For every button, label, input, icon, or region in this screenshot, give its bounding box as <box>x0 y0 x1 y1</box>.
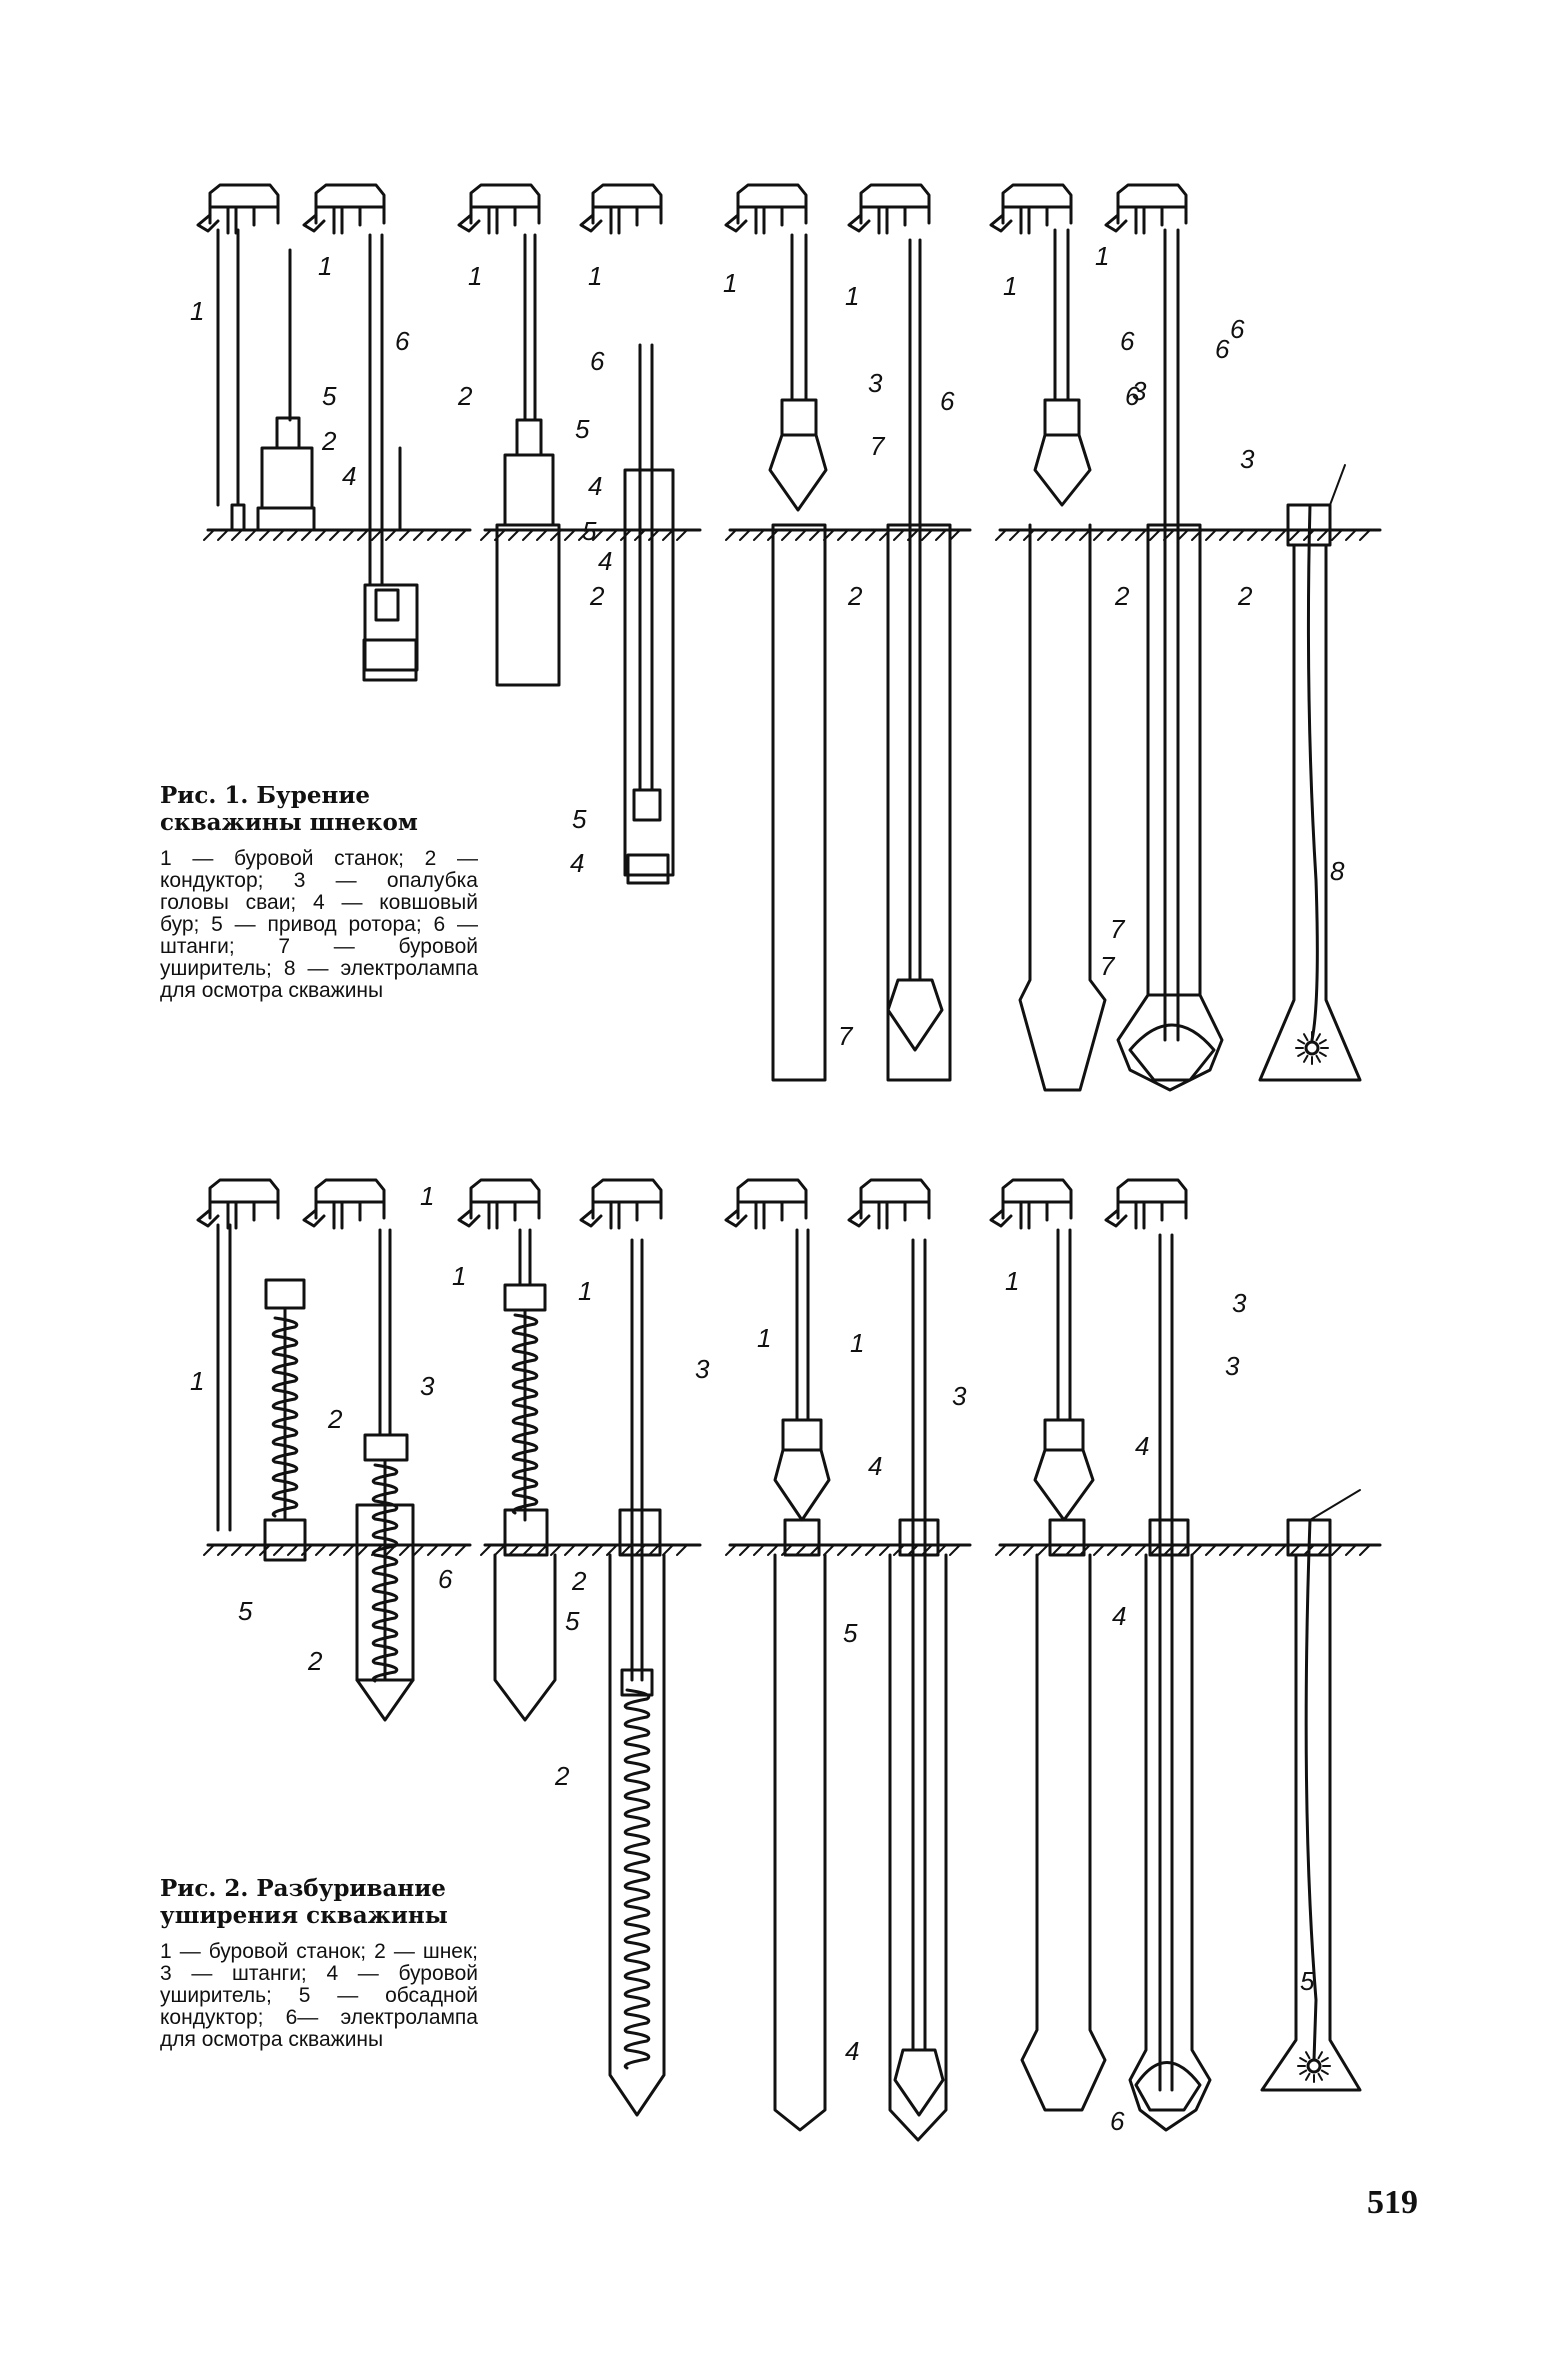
callout-label: 1 <box>452 1261 466 1291</box>
figure1-title: Рис. 1. Бурение скважины шнеком <box>160 782 418 836</box>
callout-label: 3 <box>695 1354 710 1384</box>
callout-label: 2 <box>589 581 605 611</box>
callout-label: 1 <box>1095 241 1109 271</box>
callout-label: 6 <box>1110 2106 1125 2136</box>
callout-label: 3 <box>1132 376 1147 406</box>
callout-label: 3 <box>420 1371 435 1401</box>
callout-label: 1 <box>845 281 859 311</box>
callout-label: 6 <box>1125 381 1140 411</box>
callout-label: 6 <box>1215 334 1230 364</box>
callout-label: 1 <box>1003 271 1017 301</box>
callout-label: 2 <box>307 1646 323 1676</box>
callout-label: 4 <box>845 2036 859 2066</box>
callout-label: 7 <box>1110 914 1126 944</box>
figure1-legend: 1 — буровой станок; 2 — кондуктор; 3 — о… <box>160 847 478 1002</box>
callout-label: 2 <box>1114 581 1130 611</box>
callout-label: 4 <box>1112 1601 1126 1631</box>
callout-label: 3 <box>1232 1288 1247 1318</box>
callout-label: 1 <box>190 1366 204 1396</box>
callout-label: 1 <box>1005 1266 1019 1296</box>
callout-label: 4 <box>588 471 602 501</box>
figure1-drawing <box>196 183 1382 1092</box>
callout-label: 4 <box>570 848 584 878</box>
callout-label: 8 <box>1330 856 1345 886</box>
figure2-title: Рис. 2. Разбуривание уширения скважины <box>160 1875 448 1929</box>
callout-label: 4 <box>598 546 612 576</box>
callout-label: 6 <box>940 386 955 416</box>
callout-label: 1 <box>190 296 204 326</box>
callout-label: 5 <box>322 381 337 411</box>
figure2-caption: Рис. 2. Разбуривание уширения скважины 1… <box>160 1875 478 2051</box>
callout-label: 6 <box>590 346 605 376</box>
callout-label: 1 <box>578 1276 592 1306</box>
callout-label: 2 <box>554 1761 570 1791</box>
figure2-legend: 1 — буровой станок; 2 — шнек; 3 — штанги… <box>160 1940 478 2051</box>
callout-label: 7 <box>838 1021 854 1051</box>
callout-label: 1 <box>588 261 602 291</box>
callout-label: 5 <box>565 1606 580 1636</box>
callout-label: 3 <box>1240 444 1255 474</box>
callout-label: 4 <box>342 461 356 491</box>
callout-label: 7 <box>870 431 886 461</box>
callout-label: 2 <box>327 1404 343 1434</box>
callout-label: 1 <box>850 1328 864 1358</box>
figure2-drawing <box>196 1178 1382 2142</box>
callout-label: 6 <box>1230 314 1245 344</box>
callout-label: 5 <box>582 516 597 546</box>
callout-label: 2 <box>457 381 473 411</box>
callout-label: 2 <box>571 1566 587 1596</box>
callout-label: 5 <box>1300 1966 1315 1996</box>
page-number: 519 <box>1367 2184 1418 2221</box>
figure2-callout-labels: 1 1 1 1 1 1 1 3 3 3 3 3 2 2 2 2 6 5 5 5 5 4 4 4 4 6 <box>190 1181 1315 2136</box>
callout-label: 6 <box>438 1564 453 1594</box>
callout-label: 3 <box>1225 1351 1240 1381</box>
callout-label: 3 <box>868 368 883 398</box>
figure1-caption: Рис. 1. Бурение скважины шнеком 1 — буро… <box>160 782 478 1002</box>
callout-label: 5 <box>843 1618 858 1648</box>
callout-label: 2 <box>847 581 863 611</box>
callout-label: 1 <box>420 1181 434 1211</box>
callout-label: 6 <box>395 326 410 356</box>
callout-label: 1 <box>757 1323 771 1353</box>
callout-label: 1 <box>468 261 482 291</box>
callout-label: 2 <box>1237 581 1253 611</box>
callout-label: 5 <box>572 804 587 834</box>
callout-label: 3 <box>952 1381 967 1411</box>
callout-label: 5 <box>575 414 590 444</box>
callout-label: 4 <box>1135 1431 1149 1461</box>
callout-label: 4 <box>868 1451 882 1481</box>
callout-label: 2 <box>321 426 337 456</box>
callout-label: 6 <box>1120 326 1135 356</box>
callout-label: 5 <box>238 1596 253 1626</box>
callout-label: 7 <box>1100 951 1116 981</box>
callout-label: 1 <box>723 268 737 298</box>
callout-label: 1 <box>318 251 332 281</box>
